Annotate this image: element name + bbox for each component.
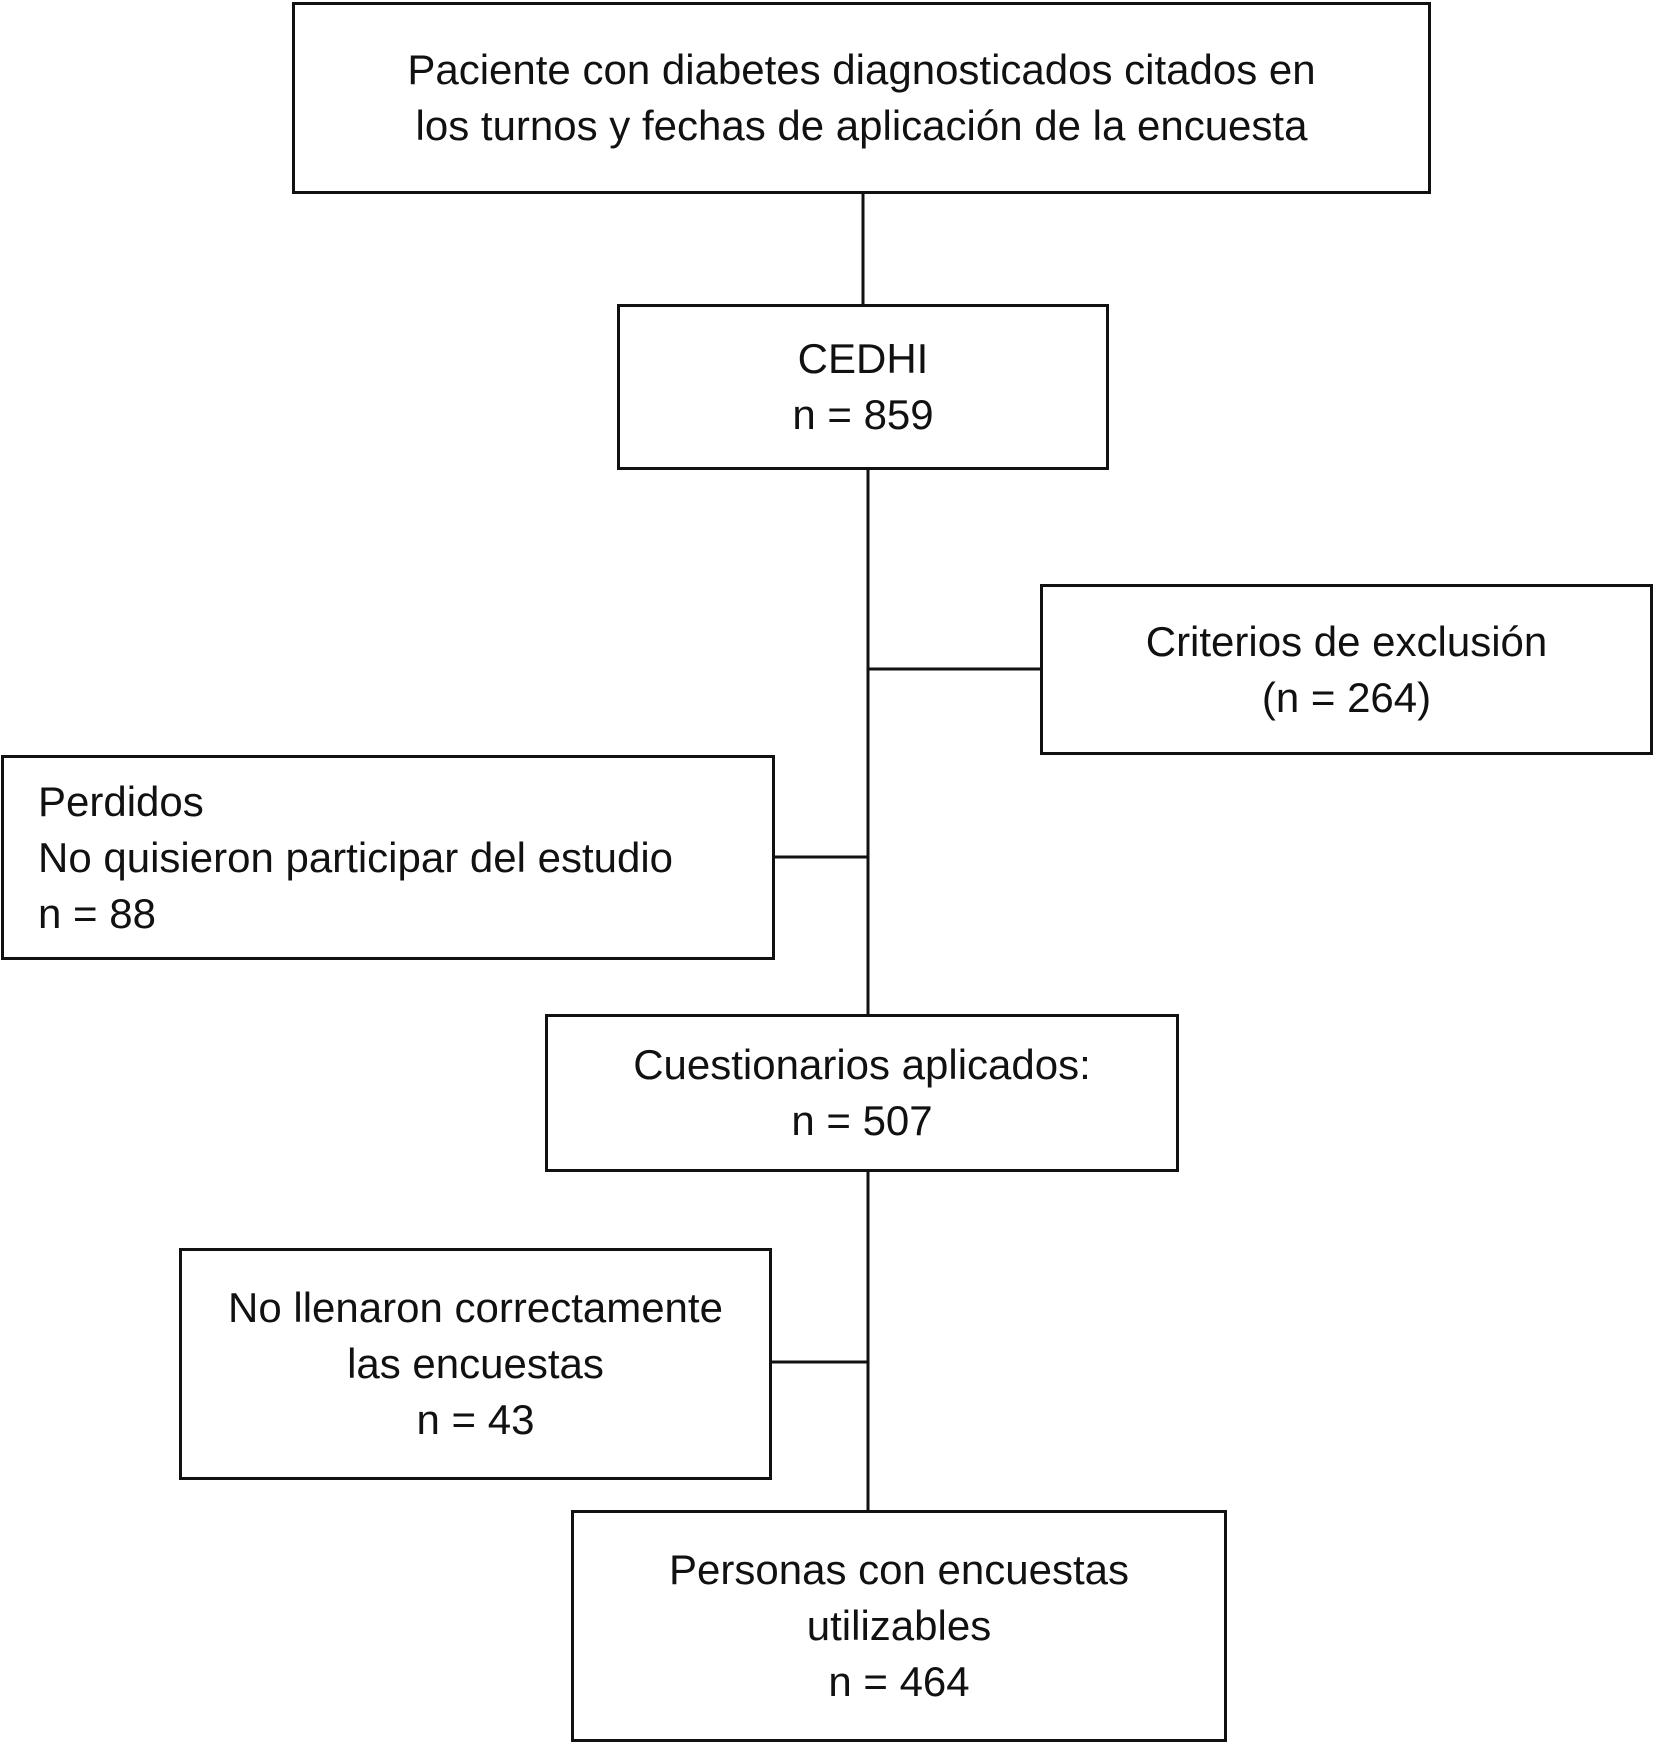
box-patients-with-diabetes: Paciente con diabetes diagnosticados cit… [292, 2, 1431, 194]
box-incorrectly-filled: No llenaron correctamente las encuestas … [179, 1248, 772, 1480]
box-count: n = 859 [792, 391, 934, 438]
box-text-line: Personas con encuestas [669, 1546, 1129, 1593]
box-text-line: las encuestas [347, 1340, 604, 1387]
box-text-line: Criterios de exclusión [1145, 617, 1548, 665]
box-exclusion-criteria: Criterios de exclusión (n = 264) [1040, 584, 1653, 755]
box-text-line: utilizables [806, 1602, 992, 1649]
box-text-line: los turnos y fechas de aplicación de la … [415, 102, 1308, 149]
box-count: n = 43 [416, 1396, 535, 1443]
box-count: n = 88 [38, 889, 156, 937]
box-count: n = 507 [791, 1097, 933, 1144]
box-text-line: Perdidos [38, 777, 204, 825]
box-usable-surveys: Personas con encuestas utilizables n = 4… [571, 1510, 1227, 1742]
box-lost-participants: Perdidos No quisieron participar del est… [1, 755, 775, 960]
box-text-line: Paciente con diabetes diagnosticados cit… [407, 46, 1316, 93]
box-text-line: CEDHI [797, 335, 929, 382]
box-text-line: No quisieron participar del estudio [38, 833, 674, 881]
box-text-line: Cuestionarios aplicados: [633, 1041, 1091, 1088]
box-questionnaires-applied: Cuestionarios aplicados: n = 507 [545, 1014, 1179, 1172]
box-count: n = 464 [828, 1658, 970, 1705]
box-cedhi: CEDHI n = 859 [617, 304, 1109, 470]
box-text-line: No llenaron correctamente [228, 1284, 723, 1331]
box-count: (n = 264) [1261, 673, 1432, 721]
